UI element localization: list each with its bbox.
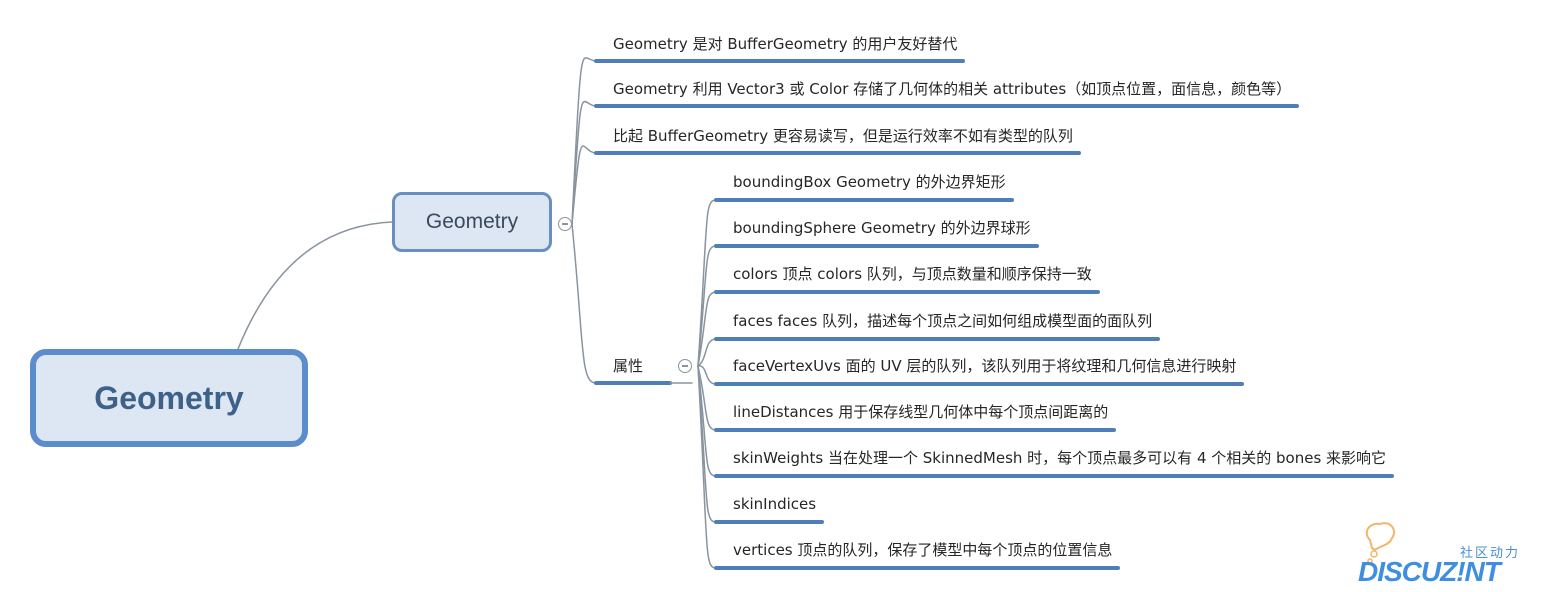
branch-connector [697, 245, 717, 367]
watermark-tagline: 社区动力 [1460, 546, 1521, 561]
branch-connector [697, 365, 717, 431]
attribute-item[interactable]: boundingBox Geometry 的外边界矩形 [733, 173, 1006, 191]
branch-connector [571, 223, 597, 384]
attribute-item[interactable]: lineDistances 用于保存线型几何体中每个顶点间距离的 [733, 403, 1109, 421]
watermark-brand: DISCUZ!NT [1358, 556, 1501, 587]
minus-circle-icon[interactable] [678, 359, 692, 373]
branch-connector [571, 100, 597, 225]
root-node-label: Geometry [94, 379, 244, 416]
root-node[interactable]: Geometry [30, 349, 308, 447]
attribute-item[interactable]: boundingSphere Geometry 的外边界球形 [733, 219, 1031, 237]
branch-connector [697, 365, 717, 477]
attribute-item[interactable]: skinWeights 当在处理一个 SkinnedMesh 时，每个顶点最多可… [733, 449, 1387, 467]
subtopic-3[interactable]: 比起 BufferGeometry 更容易读写，但是运行效率不如有类型的队列 [613, 127, 1073, 145]
minus-circle-icon[interactable] [558, 217, 572, 231]
attribute-item[interactable]: vertices 顶点的队列，保存了模型中每个顶点的位置信息 [733, 541, 1113, 559]
branch-connector [697, 365, 717, 385]
attribute-item[interactable]: skinIndices [733, 495, 817, 513]
attributes-node[interactable]: 属性 [613, 357, 644, 375]
thought-bubble-icon [1365, 522, 1396, 564]
branch-connector [697, 338, 717, 367]
branch-connector [571, 57, 597, 225]
watermark: 社区动力 DISCUZ!NT [1356, 520, 1536, 590]
branch-connector [697, 291, 717, 367]
subtopic-2[interactable]: Geometry 利用 Vector3 或 Color 存储了几何体的相关 at… [613, 80, 1292, 98]
root-connector [237, 221, 393, 350]
main-topic-node[interactable]: Geometry [392, 192, 552, 252]
subtopic-1[interactable]: Geometry 是对 BufferGeometry 的用户友好替代 [613, 35, 958, 53]
attribute-item[interactable]: faceVertexUvs 面的 UV 层的队列，该队列用于将纹理和几何信息进行… [733, 357, 1237, 375]
branch-connector [697, 199, 717, 367]
attribute-item[interactable]: faces faces 队列，描述每个顶点之间如何组成模型面的面队列 [733, 312, 1153, 330]
branch-connector [571, 145, 597, 225]
attribute-item[interactable]: colors 顶点 colors 队列，与顶点数量和顺序保持一致 [733, 265, 1092, 283]
main-topic-label: Geometry [425, 210, 519, 233]
branch-connector [697, 365, 717, 569]
